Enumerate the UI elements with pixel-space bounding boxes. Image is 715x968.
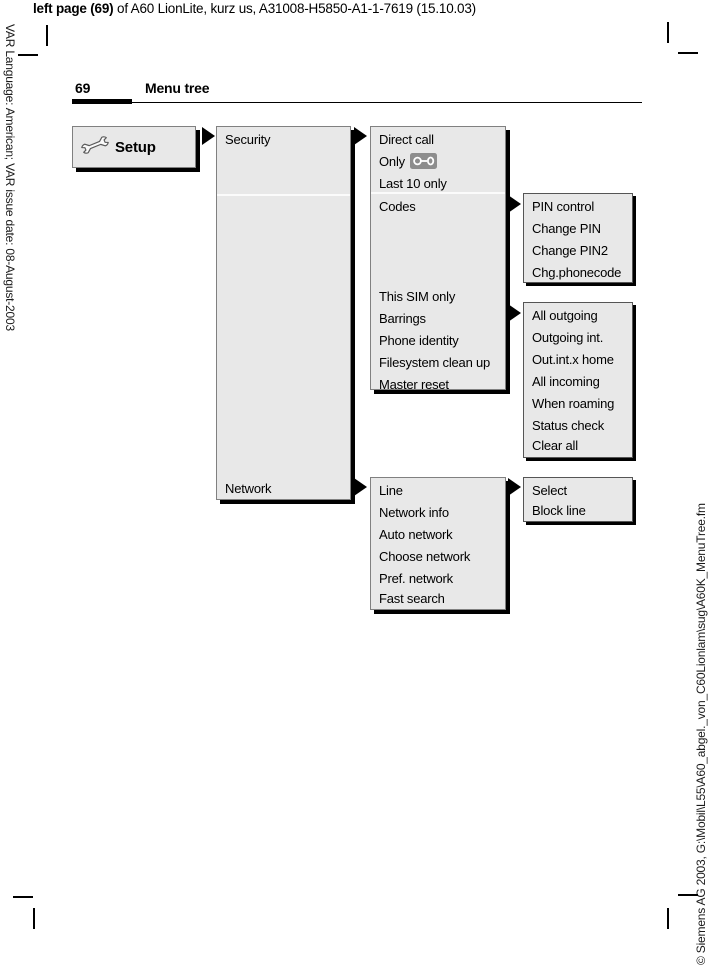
menu-item: All outgoing: [532, 308, 598, 323]
menu-item: Select: [532, 483, 567, 498]
menu-item: Change PIN2: [532, 243, 608, 258]
crop-mark: [18, 54, 38, 56]
menu-item: Codes: [379, 199, 416, 214]
page-header: left page (69) of A60 LionLite, kurz us,…: [33, 1, 476, 16]
codes-menu: PIN control Change PIN Change PIN2 Chg.p…: [523, 193, 633, 283]
setup-label: Setup: [115, 138, 156, 156]
menu-item: Status check: [532, 418, 605, 433]
menu-item: Network info: [379, 505, 449, 520]
menu-item: PIN control: [532, 199, 595, 214]
divider: [371, 192, 505, 194]
menu-item: All incoming: [532, 374, 600, 389]
menu-item: Direct call: [379, 132, 434, 147]
heading-rule-thin: [132, 102, 642, 104]
tree-arrow: [508, 195, 521, 213]
page-number: 69: [75, 80, 91, 96]
left-margin-note: VAR Language: American; VAR issue date: …: [3, 24, 17, 331]
menu-item: When roaming: [532, 396, 615, 411]
tree-arrow: [354, 478, 367, 496]
menu-item: Auto network: [379, 527, 453, 542]
tree-arrow: [508, 304, 521, 322]
node-network: Network: [225, 481, 272, 496]
crop-mark: [667, 908, 669, 929]
menu-item: Out.int.x home: [532, 352, 614, 367]
menu-item: Master reset: [379, 377, 449, 392]
crop-mark: [678, 52, 698, 54]
key-lock-icon: [409, 153, 437, 176]
menu-item: Filesystem clean up: [379, 355, 491, 370]
security-menu: Direct call Only Last 10 only Codes This…: [370, 126, 506, 392]
menu-item: Barrings: [379, 311, 426, 326]
menu-item: This SIM only: [379, 289, 456, 304]
wrench-icon: [80, 133, 110, 162]
crop-mark: [46, 25, 48, 46]
menu-item: Outgoing int.: [532, 330, 604, 345]
line-menu: Select Block line: [523, 477, 633, 522]
menu-item: Line: [379, 483, 403, 498]
menu-item: Change PIN: [532, 221, 601, 236]
header-rest: of A60 LionLite, kurz us, A31008-H5850-A…: [113, 1, 476, 16]
level1-column: Security Network: [216, 126, 351, 500]
network-menu: Line Network info Auto network Choose ne…: [370, 477, 506, 610]
section-title: Menu tree: [145, 80, 210, 96]
barrings-menu: All outgoing Outgoing int. Out.int.x hom…: [523, 302, 633, 458]
tree-arrow: [354, 127, 367, 145]
crop-mark: [678, 894, 698, 896]
setup-node: Setup: [72, 126, 196, 168]
menu-item: Clear all: [532, 438, 578, 453]
crop-mark: [13, 896, 33, 898]
menu-item: Fast search: [379, 591, 445, 606]
menu-item: Only: [379, 151, 437, 173]
node-security: Security: [225, 132, 271, 147]
crop-mark: [33, 908, 35, 929]
heading-rule-thick: [72, 99, 132, 104]
crop-mark: [667, 22, 669, 43]
menu-item: Block line: [532, 503, 586, 518]
right-margin-note: © Siemens AG 2003, G:\Mobil\L55\A60_abge…: [694, 503, 708, 965]
menu-item-label: Only: [379, 154, 405, 169]
divider: [217, 194, 350, 196]
menu-item: Chg.phonecode: [532, 265, 622, 280]
menu-item: Last 10 only: [379, 176, 447, 191]
menu-item: Phone identity: [379, 333, 459, 348]
tree-arrow: [202, 127, 215, 145]
tree-arrow: [508, 478, 521, 496]
header-bold: left page (69): [33, 1, 114, 16]
menu-item: Pref. network: [379, 571, 453, 586]
menu-item: Choose network: [379, 549, 471, 564]
